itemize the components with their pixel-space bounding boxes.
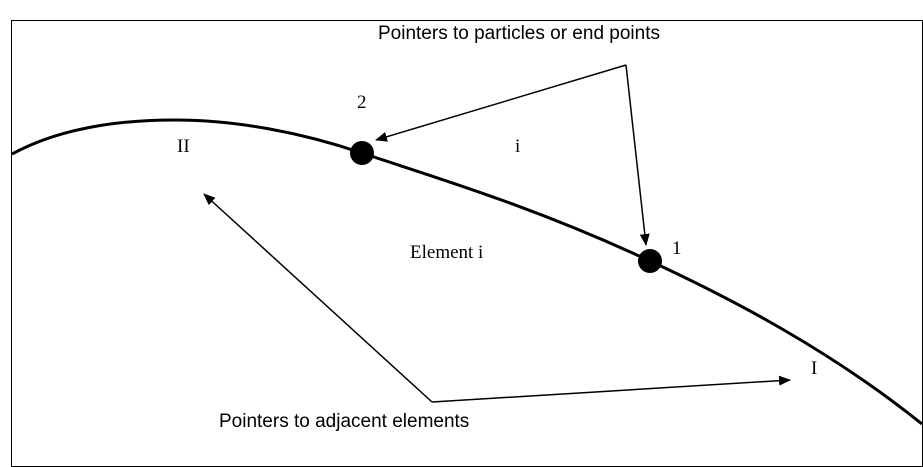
end-point-1-dot — [638, 249, 662, 273]
adjacent-pointers-caption: Pointers to adjacent elements — [219, 411, 469, 432]
element-curve — [11, 118, 923, 426]
adjacent-pointer-line-I — [431, 375, 791, 403]
end-point-2-dot — [350, 141, 374, 165]
element-center-label: Element i — [410, 242, 483, 263]
element-label-II: II — [177, 136, 190, 157]
node-label-2: 2 — [357, 92, 367, 113]
adjacent-pointer-line-II — [203, 193, 433, 403]
node-label-1: 1 — [672, 238, 682, 259]
particle-pointers-caption: Pointers to particles or end points — [378, 23, 660, 44]
element-label-I: I — [811, 358, 817, 379]
segment-label-i: i — [515, 136, 520, 157]
particle-pointer-line-2 — [375, 64, 627, 142]
particle-pointer-line-1 — [625, 64, 650, 246]
